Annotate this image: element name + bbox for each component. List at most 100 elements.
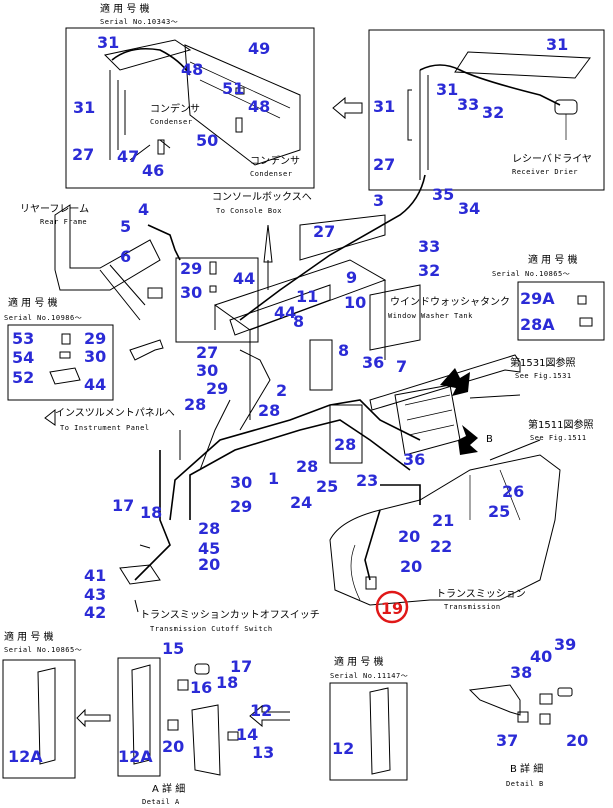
callout-22[interactable]: 22 xyxy=(430,537,452,556)
callout-25[interactable]: 25 xyxy=(488,502,510,521)
callout-47[interactable]: 47 xyxy=(117,147,139,166)
callout-8[interactable]: 8 xyxy=(338,341,349,360)
callout-1[interactable]: 1 xyxy=(268,469,279,488)
callout-41[interactable]: 41 xyxy=(84,566,106,585)
callout-38[interactable]: 38 xyxy=(510,663,532,682)
callout-31[interactable]: 31 xyxy=(546,35,568,54)
callout-31[interactable]: 31 xyxy=(436,80,458,99)
callout-39[interactable]: 39 xyxy=(554,635,576,654)
callout-44[interactable]: 44 xyxy=(84,375,106,394)
callout-37[interactable]: 37 xyxy=(496,731,518,750)
callout-46[interactable]: 46 xyxy=(142,161,164,180)
callout-12A[interactable]: 12A xyxy=(118,747,153,766)
detail-b: B 詳 細 Detail B 39 40 38 37 20 xyxy=(468,635,588,788)
callout-27[interactable]: 27 xyxy=(373,155,395,174)
callout-52[interactable]: 52 xyxy=(12,368,34,387)
callout-12[interactable]: 12 xyxy=(332,739,354,758)
callout-5[interactable]: 5 xyxy=(120,217,131,236)
callout-31[interactable]: 31 xyxy=(373,97,395,116)
callout-29[interactable]: 29 xyxy=(180,259,202,278)
callout-36[interactable]: 36 xyxy=(362,353,384,372)
callout-18[interactable]: 18 xyxy=(140,503,162,522)
callout-27[interactable]: 27 xyxy=(313,222,335,241)
callout-33[interactable]: 33 xyxy=(457,95,479,114)
callout-45[interactable]: 45 xyxy=(198,539,220,558)
callout-17[interactable]: 17 xyxy=(230,657,252,676)
callout-29[interactable]: 29 xyxy=(84,329,106,348)
callout-48[interactable]: 48 xyxy=(181,60,203,79)
condenser-label-b-en: Condenser xyxy=(250,170,292,178)
callout-43[interactable]: 43 xyxy=(84,585,106,604)
callout-20[interactable]: 20 xyxy=(400,557,422,576)
callout-44[interactable]: 44 xyxy=(233,269,255,288)
callout-8[interactable]: 8 xyxy=(293,312,304,331)
callout-29[interactable]: 29 xyxy=(230,497,252,516)
callout-53[interactable]: 53 xyxy=(12,329,34,348)
callout-48[interactable]: 48 xyxy=(248,97,270,116)
callout-49[interactable]: 49 xyxy=(248,39,270,58)
callout-33[interactable]: 33 xyxy=(418,237,440,256)
detail-a-frame xyxy=(117,657,161,777)
callout-18[interactable]: 18 xyxy=(216,673,238,692)
callout-23[interactable]: 23 xyxy=(356,471,378,490)
callout-14[interactable]: 14 xyxy=(236,725,258,744)
callout-13[interactable]: 13 xyxy=(252,743,274,762)
callout-30[interactable]: 30 xyxy=(230,473,252,492)
callout-7[interactable]: 7 xyxy=(396,357,407,376)
callout-35[interactable]: 35 xyxy=(432,185,454,204)
callout-21[interactable]: 21 xyxy=(432,511,454,530)
callout-30[interactable]: 30 xyxy=(84,347,106,366)
callout-40[interactable]: 40 xyxy=(530,647,552,666)
callout-44[interactable]: 44 xyxy=(274,303,296,322)
console-label-en: To Console Box xyxy=(216,207,282,215)
callout-19[interactable]: 19 xyxy=(381,599,403,618)
callout-12[interactable]: 12 xyxy=(250,701,272,720)
callout-15[interactable]: 15 xyxy=(162,639,184,658)
callout-17[interactable]: 17 xyxy=(112,496,134,515)
callout-20[interactable]: 20 xyxy=(398,527,420,546)
detail-b-bracket xyxy=(468,684,521,716)
callout-24[interactable]: 24 xyxy=(290,493,312,512)
callout-50[interactable]: 50 xyxy=(196,131,218,150)
callout-34[interactable]: 34 xyxy=(458,199,480,218)
callout-2[interactable]: 2 xyxy=(276,381,287,400)
callout-28[interactable]: 28 xyxy=(296,457,318,476)
callout-36[interactable]: 36 xyxy=(403,450,425,469)
callout-10[interactable]: 10 xyxy=(344,293,366,312)
callout-42[interactable]: 42 xyxy=(84,603,106,622)
callout-27[interactable]: 27 xyxy=(196,343,218,362)
callout-32[interactable]: 32 xyxy=(418,261,440,280)
callout-6[interactable]: 6 xyxy=(120,247,131,266)
callout-29A[interactable]: 29A xyxy=(520,289,555,308)
callout-28[interactable]: 28 xyxy=(334,435,356,454)
callout-20[interactable]: 20 xyxy=(162,737,184,756)
callout-54[interactable]: 54 xyxy=(12,348,34,367)
callout-28[interactable]: 28 xyxy=(198,519,220,538)
inset-serial-right: 適 用 号 機 Serial No.10865～ 29A 28A xyxy=(492,253,605,341)
callout-26[interactable]: 26 xyxy=(502,482,524,501)
callout-51[interactable]: 51 xyxy=(222,79,244,98)
callout-12A[interactable]: 12A xyxy=(8,747,43,766)
callout-28A[interactable]: 28A xyxy=(520,315,555,334)
callout-28[interactable]: 28 xyxy=(258,401,280,420)
callout-4[interactable]: 4 xyxy=(138,200,149,219)
inset-frame-condenser xyxy=(65,27,315,189)
callout-30[interactable]: 30 xyxy=(180,283,202,302)
callout-3[interactable]: 3 xyxy=(373,191,384,210)
callout-30[interactable]: 30 xyxy=(196,361,218,380)
callout-28[interactable]: 28 xyxy=(184,395,206,414)
callout-9[interactable]: 9 xyxy=(346,268,357,287)
callout-25[interactable]: 25 xyxy=(316,477,338,496)
callout-29[interactable]: 29 xyxy=(206,379,228,398)
callout-16[interactable]: 16 xyxy=(190,678,212,697)
callout-31[interactable]: 31 xyxy=(97,33,119,52)
callout-32[interactable]: 32 xyxy=(482,103,504,122)
callout-11[interactable]: 11 xyxy=(296,287,318,306)
receiver-label-jp: レシーバドライヤ xyxy=(512,153,592,165)
inset-frame-bl xyxy=(2,659,76,779)
window-washer-tank xyxy=(369,284,421,351)
callout-20[interactable]: 20 xyxy=(566,731,588,750)
callout-20[interactable]: 20 xyxy=(198,555,220,574)
callout-31[interactable]: 31 xyxy=(73,98,95,117)
callout-27[interactable]: 27 xyxy=(72,145,94,164)
